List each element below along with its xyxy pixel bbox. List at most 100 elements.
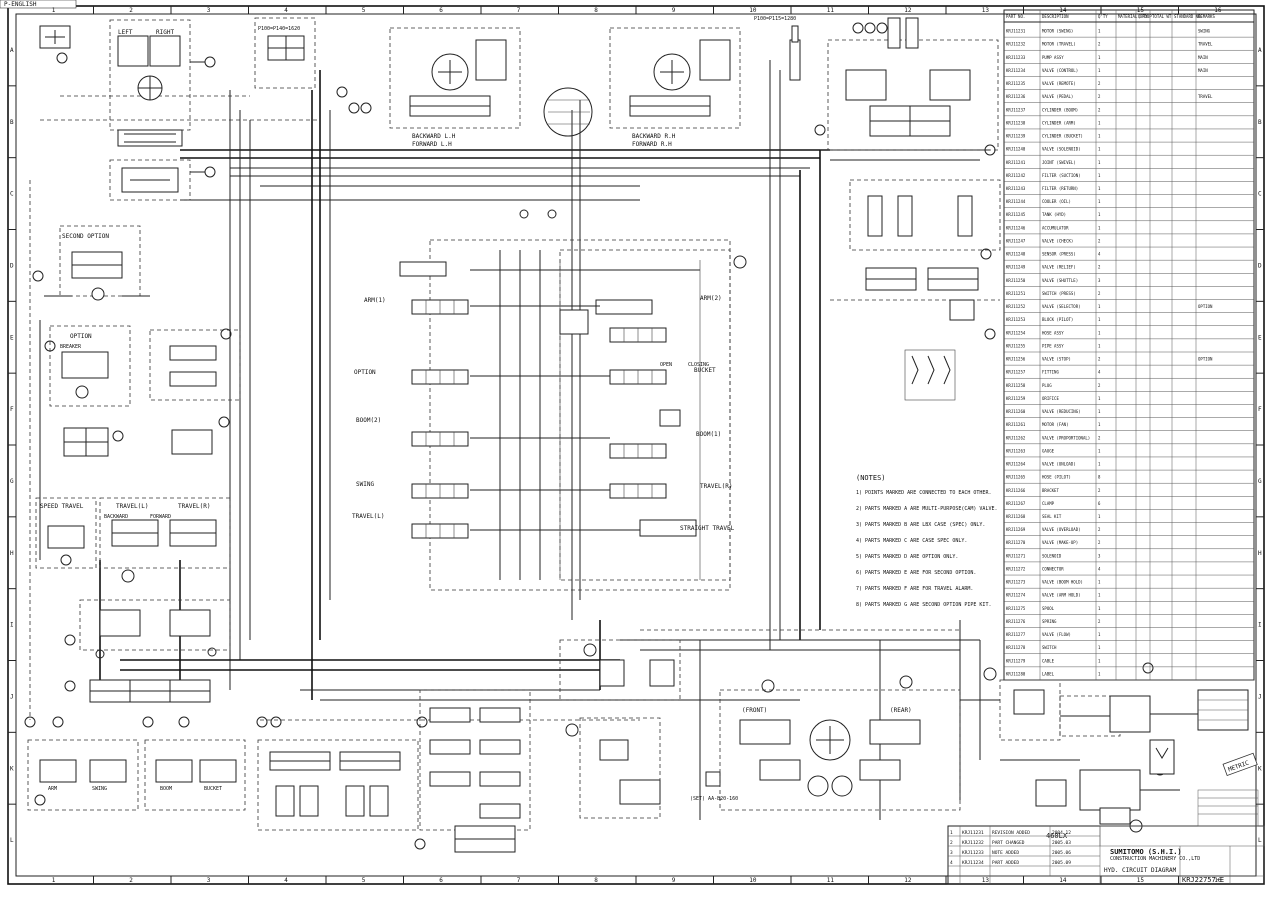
parts-cell: KRJ11234 <box>1006 68 1026 73</box>
parts-cell: PLUG <box>1042 383 1052 388</box>
column-number-bottom: 3 <box>207 877 211 884</box>
parts-cell: 1 <box>1098 343 1101 348</box>
label-bucket-lk: BUCKET <box>204 786 222 792</box>
parts-cell: SWITCH <box>1042 645 1057 650</box>
parts-cell: SWITCH (PRESS) <box>1042 291 1076 296</box>
notes-title: (NOTES) <box>856 474 886 482</box>
column-number-bottom: 6 <box>439 877 443 884</box>
parts-cell: 1 <box>1098 330 1101 335</box>
parts-cell: 2 <box>1098 42 1101 47</box>
label-backward-rh: BACKWARD R.H <box>632 133 676 140</box>
left-spec: P100=P140=1620 <box>258 26 300 32</box>
swivel-joint-circle <box>543 87 593 137</box>
label-forward-rh: FORWARD R.H <box>632 141 672 148</box>
parts-cell: 2 <box>1098 107 1101 112</box>
parts-cell: FILTER (RETURN) <box>1042 186 1078 191</box>
parts-cell: 3 <box>1098 553 1101 558</box>
parts-cell: OPTION <box>1198 304 1213 309</box>
unloader-block <box>814 17 999 156</box>
parts-cell: VALVE (SHUTTLE) <box>1042 278 1078 283</box>
row-letter-right: G <box>1258 478 1262 485</box>
parts-cell: 1 <box>1098 606 1101 611</box>
parts-cell: KRJ11239 <box>1006 134 1026 139</box>
revision-cell: 3 <box>950 850 953 856</box>
revision-cell: KRJ11234 <box>962 860 984 866</box>
parts-cell: 2 <box>1098 238 1101 243</box>
remote-valve-arm-swing: ARM SWING <box>24 716 139 811</box>
parts-cell: 2 <box>1098 540 1101 545</box>
revision-cell: 2 <box>950 840 953 846</box>
label-bucket: BUCKET <box>694 367 716 374</box>
parts-cell: KRJ11278 <box>1006 645 1026 650</box>
parts-cell: BLOCK (PILOT) <box>1042 317 1073 322</box>
parts-cell: KRJ11252 <box>1006 304 1026 309</box>
parts-cell: KRJ11273 <box>1006 580 1026 585</box>
revision-cell: 2005.03 <box>1052 840 1071 846</box>
row-letter-left: G <box>10 478 14 485</box>
column-number-bottom: 2 <box>129 877 133 884</box>
label-backward-lh: BACKWARD L.H <box>412 133 456 140</box>
parts-cell: 1 <box>1098 514 1101 519</box>
parts-cell: VALVE (UNLOAD) <box>1042 462 1076 467</box>
label-right: RIGHT <box>156 29 174 36</box>
parts-cell: 4 <box>1098 566 1101 571</box>
row-letter-left: I <box>10 622 14 629</box>
column-number-bottom: 10 <box>749 877 757 884</box>
left-shuttle-block <box>64 599 231 659</box>
parts-cell: KRJ11245 <box>1006 212 1026 217</box>
left-stop-valves <box>63 416 230 457</box>
parts-cell: BRACKET <box>1042 488 1059 493</box>
row-letter-left: D <box>10 262 14 269</box>
parts-cell: KRJ11275 <box>1006 606 1026 611</box>
parts-cell: VALVE (REDUCING) <box>1042 409 1081 414</box>
parts-cell: TANK (HYD) <box>1042 212 1066 217</box>
parts-cell: 2 <box>1098 527 1101 532</box>
parts-cell: MOTOR (TRAVEL) <box>1042 42 1076 47</box>
proportional-valve-bank <box>256 716 419 831</box>
parts-cell: KRJ11256 <box>1006 357 1026 362</box>
parts-cell: 1 <box>1098 593 1101 598</box>
row-letter-right: B <box>1258 119 1262 126</box>
parts-cell: KRJ11267 <box>1006 501 1026 506</box>
parts-cell: MOTOR (SWING) <box>1042 29 1073 34</box>
parts-cell: 1 <box>1098 134 1101 139</box>
parts-cell: 1 <box>1098 396 1101 401</box>
revision-cell: NOTE ADDED <box>992 850 1019 856</box>
revision-cell: KRJ11233 <box>962 850 984 856</box>
parts-cell: HOSE (PILOT) <box>1042 475 1071 480</box>
note-line: 3) PARTS MARKED B ARE LBX CASE (SPEC) ON… <box>856 522 985 528</box>
label-travel-r: TRAVEL(R) <box>700 483 733 490</box>
parts-cell: KRJ11236 <box>1006 94 1026 99</box>
parts-cell: 2 <box>1098 94 1101 99</box>
parts-cell: 1 <box>1098 68 1101 73</box>
parts-cell: KRJ11265 <box>1006 475 1026 480</box>
parts-cell: KRJ11279 <box>1006 658 1026 663</box>
label-arm2: ARM(2) <box>700 295 722 302</box>
row-letter-right: H <box>1258 550 1262 557</box>
parts-cell: VALVE (BOOM HOLD) <box>1042 580 1083 585</box>
row-letter-left: H <box>10 550 14 557</box>
parts-cell: 2 <box>1098 619 1101 624</box>
column-number-bottom: 14 <box>1059 877 1067 884</box>
parts-cell: MAIN <box>1198 55 1208 60</box>
column-number-top: 7 <box>517 7 521 14</box>
company-name: SUMITOMO (S.H.I.) <box>1110 848 1182 856</box>
parts-cell: VALVE (SOLENOID) <box>1042 147 1081 152</box>
parts-cell: KRJ11237 <box>1006 107 1026 112</box>
row-letter-right: A <box>1258 47 1262 54</box>
parts-cell: KRJ11249 <box>1006 265 1026 270</box>
parts-cell: 4 <box>1098 370 1101 375</box>
parts-cell: 4 <box>1098 252 1101 257</box>
parts-cell: KRJ11244 <box>1006 199 1026 204</box>
company-sub: CONSTRUCTION MACHINERY CO.,LTD <box>1110 856 1200 862</box>
parts-cell: 1 <box>1098 160 1101 165</box>
parts-cell: CYLINDER (BUCKET) <box>1042 134 1083 139</box>
parts-cell: TRAVEL <box>1198 94 1213 99</box>
parts-header-cell: Q'TY <box>1098 14 1108 19</box>
row-letter-left: F <box>10 406 14 413</box>
label-arm-lk: ARM <box>48 786 57 792</box>
label-travel-l2: TRAVEL(L) <box>116 503 149 510</box>
